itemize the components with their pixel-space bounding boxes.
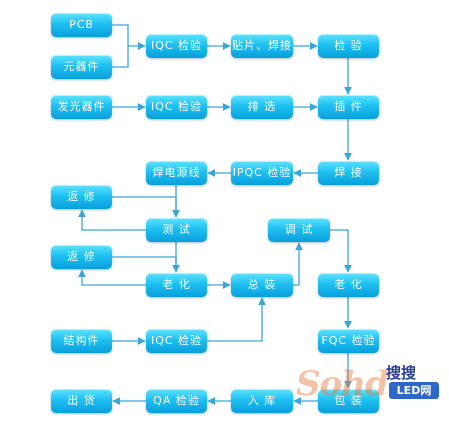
node-assembly: 总 装 [231, 273, 293, 297]
node-pcb: PCB [51, 13, 112, 37]
node-smt: 贴片、焊接 [231, 34, 293, 58]
connector-repair-2-to-aging-1 [112, 256, 177, 268]
node-sort: 排 选 [231, 95, 293, 119]
watermark-brand: 搜搜 [386, 364, 417, 382]
node-aging-1: 老 化 [146, 273, 207, 297]
node-iqc-3: IQC 检验 [146, 329, 207, 353]
node-aging-2: 老 化 [318, 273, 379, 297]
node-ship: 出 货 [51, 389, 112, 413]
node-qa: QA 检验 [146, 389, 207, 413]
node-debug: 调 试 [268, 218, 330, 242]
node-fqc: FQC 检验 [318, 329, 379, 353]
node-package: 包 装 [318, 389, 379, 413]
connector-assembly-to-debug [293, 242, 303, 286]
node-inspect: 检 验 [318, 34, 379, 58]
node-storage: 入 库 [231, 389, 293, 413]
connector-aging-1-to-repair-2 [78, 269, 146, 286]
watermark-logo: Sohd [296, 364, 389, 404]
watermark: Sohd 搜搜 LED网 [296, 360, 449, 416]
node-power-line: 焊电源线 [146, 161, 207, 185]
node-ipqc: IPQC 检验 [231, 161, 293, 185]
node-test: 测 试 [146, 218, 207, 242]
node-iqc-1: IQC 检验 [146, 34, 207, 58]
node-components: 元器件 [51, 55, 112, 79]
node-repair-1: 返 修 [51, 185, 112, 209]
node-repair-2: 返 修 [51, 245, 112, 269]
connector-debug-to-aging-2 [330, 229, 352, 273]
node-structure: 结构件 [51, 329, 112, 353]
connector-repair-1-to-test [112, 196, 177, 212]
node-insert: 插 件 [318, 95, 379, 119]
connector-iqc-3-to-assembly [207, 297, 266, 342]
node-iqc-2: IQC 检验 [146, 95, 207, 119]
node-solder: 焊 接 [318, 161, 379, 185]
watermark-led: LED网 [389, 382, 439, 399]
node-emitter: 发光器件 [51, 95, 112, 119]
connector-pcb-components-bracket [112, 24, 129, 68]
connector-test-to-repair-1 [78, 209, 146, 231]
